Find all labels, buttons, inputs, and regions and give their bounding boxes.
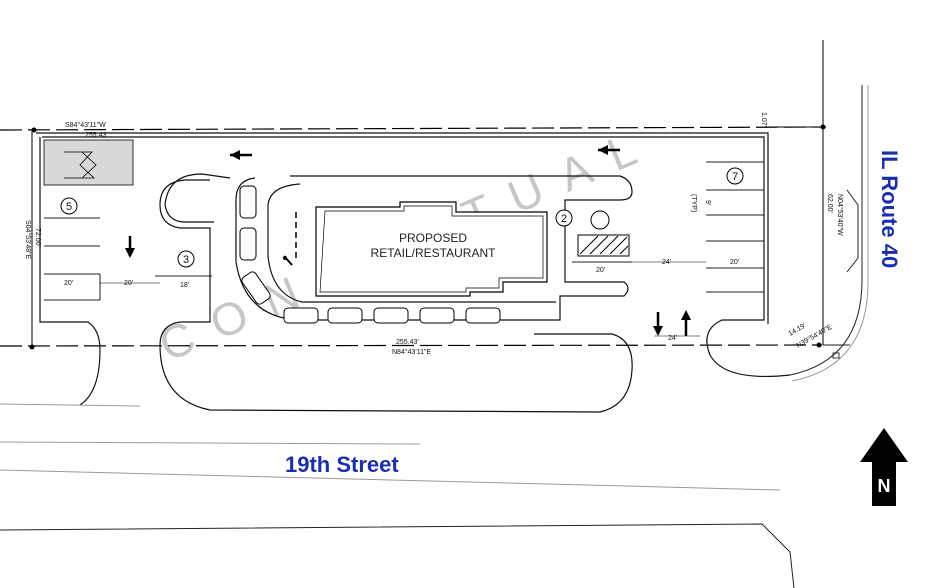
south-bearing: N84°43'11"E <box>392 348 432 356</box>
drive-through-cars <box>239 185 501 324</box>
svg-text:3: 3 <box>183 254 189 266</box>
accessible-space <box>577 210 630 257</box>
svg-text:7: 7 <box>732 171 738 183</box>
landscape-island <box>43 139 134 186</box>
dim-east-stall-1: 20' <box>596 267 605 274</box>
north-arrow: N <box>860 428 908 506</box>
north-label: N <box>878 476 891 496</box>
traffic-arrows <box>125 145 691 336</box>
north-length: 255.43' <box>85 132 108 139</box>
dim-west-aisle-3: 18' <box>180 282 189 289</box>
street-label-19th: 19th Street <box>285 452 399 477</box>
dim-stall-width-note: (TYP) <box>690 194 697 212</box>
south-length: 255.43' <box>396 339 419 346</box>
property-line-south: 255.43' N84°43'11"E <box>0 339 823 356</box>
west-length: 72.00' <box>34 228 41 247</box>
north-bearing: S84°43'11"W <box>65 121 106 129</box>
svg-text:2: 2 <box>561 213 567 225</box>
building-label-2: RETAIL/RESTAURANT <box>371 246 497 260</box>
dim-west-aisle-2: 20' <box>124 280 133 287</box>
dim-east-aisle: 24' <box>662 259 671 266</box>
dim-stall-width: 9' <box>704 200 711 205</box>
stall-count-7: 7 <box>726 167 744 185</box>
building-label-1: PROPOSED <box>399 231 467 245</box>
stall-count-3: 3 <box>177 250 195 268</box>
street-label-route40: IL Route 40 <box>877 150 902 268</box>
building: PROPOSED RETAIL/RESTAURANT <box>315 201 548 297</box>
east-length: 62.00' <box>826 194 833 213</box>
site-curb <box>39 136 791 406</box>
dim-driveway: 24' <box>668 335 677 342</box>
west-parking <box>44 217 212 301</box>
dim-west-aisle-1: 20' <box>64 280 73 287</box>
east-bearing: N04°53'40"W <box>836 194 844 236</box>
svg-text:5: 5 <box>66 201 72 213</box>
corner-length: 14.19' <box>788 322 808 337</box>
offset-dim: 1.07' <box>760 112 767 127</box>
dim-east-stall-2: 20' <box>730 259 739 266</box>
stall-count-5: 5 <box>60 197 78 215</box>
property-line-north: S84°43'11"W 255.43' <box>0 121 827 139</box>
west-bearing: S04°53'48"E <box>24 220 32 260</box>
east-parking <box>572 161 764 293</box>
stall-count-2: 2 <box>555 209 573 227</box>
